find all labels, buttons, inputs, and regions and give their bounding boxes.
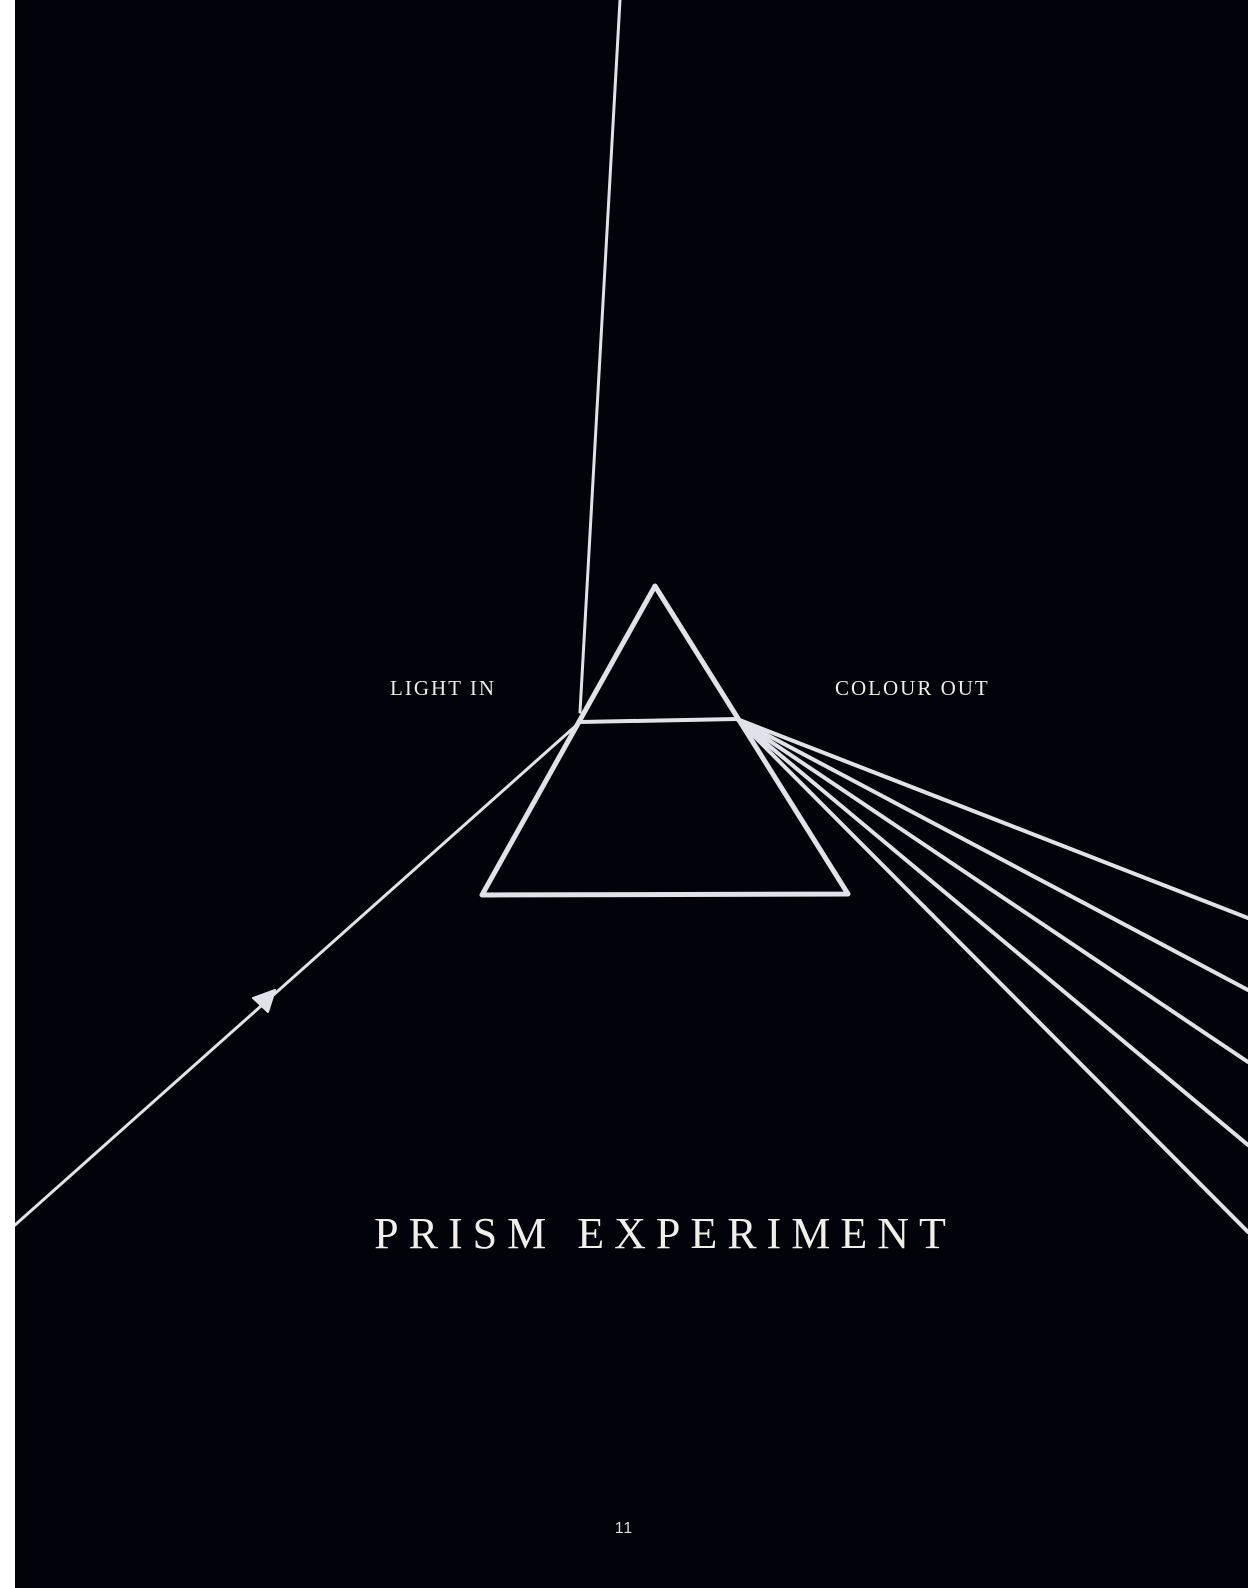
prism-illustration (15, 0, 1248, 1588)
page-number: 11 (15, 1520, 1233, 1538)
page-margin (0, 0, 15, 1588)
incoming-light-ray (15, 722, 580, 1225)
colour-out-label: COLOUR OUT (835, 676, 990, 701)
dispersed-light-rays (737, 719, 1248, 1232)
light-in-label: LIGHT IN (390, 676, 496, 701)
internal-light-ray (580, 719, 737, 722)
book-page: LIGHT IN COLOUR OUT PRISM EXPERIMENT 11 (15, 0, 1248, 1588)
page-title: PRISM EXPERIMENT (15, 1208, 1248, 1259)
vertical-light-ray (580, 0, 620, 712)
